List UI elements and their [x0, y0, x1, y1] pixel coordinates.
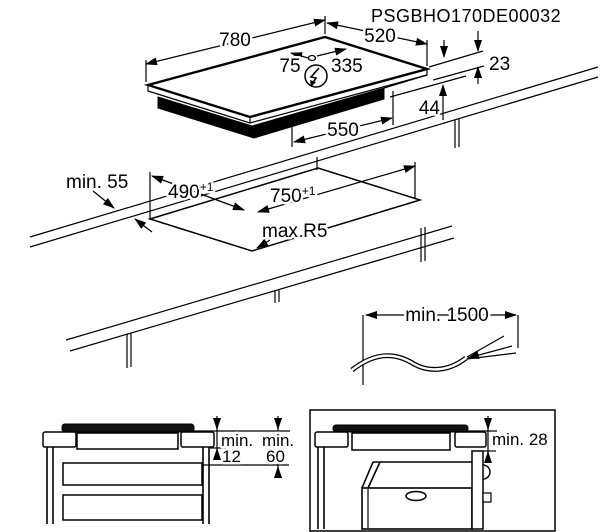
cabinet-frame: [46, 447, 210, 524]
dim-750-label: 750+1: [270, 184, 316, 207]
worktop-front-edge-top: [65, 225, 453, 341]
hob-glass-top: [143, 35, 432, 119]
dim-490: 490+1: [149, 172, 245, 219]
cabinet-panel-ticks: [126, 119, 460, 368]
view-border: [309, 409, 556, 532]
dim-min55-label: min. 55: [66, 172, 128, 193]
worktop-rear-edge-bottom: [29, 76, 599, 248]
hob-casing-side: [76, 432, 179, 450]
drawer-1: [62, 462, 203, 486]
built-in-oven: [361, 450, 492, 530]
dim-min28-label: min. 28: [492, 430, 548, 449]
dim-335-label: 335: [331, 56, 363, 77]
dim-min-55: min. 55: [64, 170, 153, 233]
dim-780: 780: [145, 16, 326, 82]
hob-casing-side-2: [351, 432, 451, 451]
dim-490-label: 490+1: [168, 180, 214, 203]
worktop-rear-edge-top: [29, 66, 599, 238]
hob-isometric-view: 780 520 75 335 23 44: [143, 16, 510, 147]
hob-casing: [157, 87, 385, 139]
drawer-clearance-view: min. 12 min. 60: [42, 416, 297, 524]
dim-cable-length-label: min. 1500: [405, 305, 488, 326]
hob-glass-side: [61, 423, 195, 433]
dim-750: 750+1: [257, 157, 416, 213]
oven-screw: [482, 492, 492, 503]
worktop-left-block: [42, 431, 77, 448]
mains-cable-view: min. 1500: [350, 303, 519, 385]
dim-75-label: 75: [279, 56, 300, 77]
worktop-right-block: [180, 431, 215, 448]
hob-casing-edge: [383, 74, 428, 89]
hob-glass-edge: [147, 69, 428, 124]
dim-min-28: min. 28: [468, 416, 550, 463]
oven-clearance-view: min. 28: [309, 409, 556, 532]
dim-44-label: 44: [419, 98, 441, 119]
worktop-cutout: 490+1 750+1 min. 55 max R5: [64, 157, 423, 252]
worktop-right-block-2: [454, 431, 487, 448]
worktop-slab: [29, 66, 599, 368]
dim-550: 550: [291, 91, 394, 147]
dim-min12-prefix: min.: [221, 431, 253, 450]
cable-entry-point: [307, 54, 317, 62]
product-code: PSGBHO170DE00032: [371, 6, 561, 26]
dim-520: 520: [326, 21, 428, 66]
dim-520-label: 520: [364, 26, 396, 47]
dim-max-r5: max R5: [256, 219, 330, 249]
dim-23: 23: [428, 31, 510, 84]
hob-glass-side-2: [332, 424, 469, 433]
drawer-2: [62, 494, 203, 521]
dim-75-335: 75 335: [277, 47, 365, 80]
dim-780-label: 780: [219, 30, 251, 51]
oven-vent-slot: [405, 490, 427, 502]
dim-min12-value: 12: [222, 447, 241, 466]
cable-inner: [351, 354, 467, 371]
dim-23-label: 23: [489, 54, 510, 75]
power-connection-icon: [304, 64, 328, 88]
worktop-front-edge-bottom: [69, 237, 455, 352]
worktop-left-block-2: [314, 431, 349, 448]
dim-44: 44: [389, 75, 467, 122]
dim-550-label: 550: [327, 120, 359, 141]
cable-wire-ends: [466, 335, 517, 360]
dim-maxr5-label: max R5: [262, 221, 327, 242]
oven-side-panel: [471, 450, 484, 530]
dim-min60-prefix: min.: [262, 431, 294, 450]
dim-min-12-60: min. 12 min. 60: [194, 416, 297, 478]
dim-min60-value: 60: [266, 447, 285, 466]
